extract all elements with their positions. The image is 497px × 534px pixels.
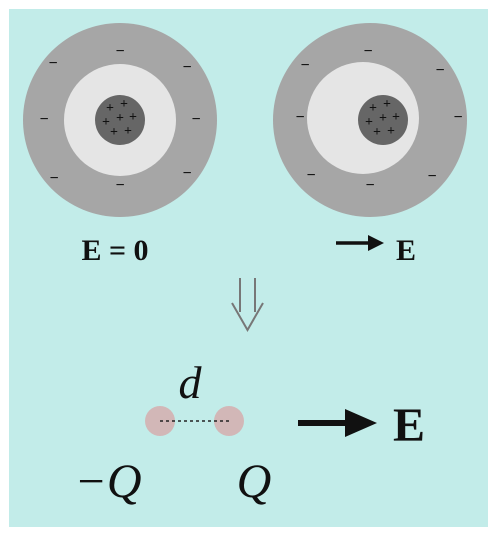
right-atom-minus: − [306,167,315,184]
right-atom-plus: + [387,124,395,139]
right-atom-nucleus [358,95,408,145]
right-atom: + + + + + + + − − − − − − − − [273,23,467,217]
left-atom-plus: + [129,110,137,125]
right-atom-field-label: E [396,234,416,267]
right-atom-electrons: − − − − − − − − [295,43,462,194]
right-atom-minus: − [453,109,462,126]
left-atom-minus: − [182,165,191,182]
left-atom: + + + + + + + − − − − − − − − [23,23,217,217]
right-atom-nucleus-charges: + + + + + + + [365,97,400,140]
left-atom-minus: − [48,55,57,72]
right-atom-minus: − [363,43,372,60]
left-atom-minus: − [39,111,48,128]
left-atom-plus: + [110,125,118,140]
left-atom-field-label: E = 0 [81,234,148,267]
right-atom-minus: − [365,177,374,194]
left-atom-minus: − [191,111,200,128]
right-atom-minus: − [435,62,444,79]
right-atom-plus: + [392,110,400,125]
field-indicator: E [298,399,425,452]
left-atom-plus: + [116,111,124,126]
right-atom-plus: + [365,115,373,130]
small-arrow-head [368,235,384,251]
right-atom-plus: + [379,111,387,126]
dipole-separation-label: d [179,357,203,408]
right-atom-field-indicator: E [336,234,416,267]
left-atom-minus: − [182,59,191,76]
left-atom-nucleus-charges: + + + + + + + [102,97,137,140]
dipole: d −Q Q [74,357,271,508]
right-atom-minus: − [300,57,309,74]
left-atom-nucleus [95,95,145,145]
positive-charge-label: Q [237,455,272,508]
left-atom-minus: − [115,43,124,60]
left-atom-plus: + [120,97,128,112]
transition-arrow-icon [231,278,264,333]
left-atom-minus: − [49,170,58,187]
left-atom-plus: + [102,115,110,130]
left-atom-plus: + [106,101,114,116]
right-atom-plus: + [383,97,391,112]
right-atom-minus: − [295,109,304,126]
right-atom-plus: + [373,125,381,140]
negative-charge-label: −Q [74,455,141,508]
left-atom-plus: + [124,124,132,139]
right-atom-plus: + [369,101,377,116]
left-atom-minus: − [115,177,124,194]
field-arrow-head [345,409,377,437]
left-atom-electrons: − − − − − − − − [39,43,200,194]
field-label: E [393,399,425,452]
right-atom-minus: − [427,168,436,185]
